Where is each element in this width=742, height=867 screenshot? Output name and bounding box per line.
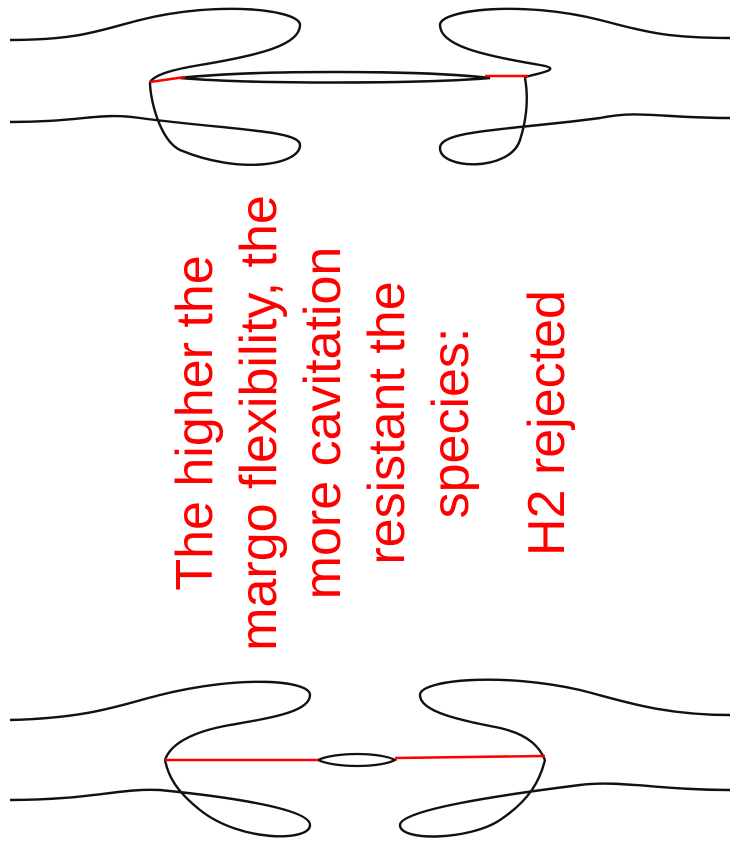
torus — [180, 72, 490, 83]
caption-line-6: H2 rejected — [515, 183, 579, 663]
caption-line-5: species: — [419, 183, 483, 663]
caption-line-1: The higher the — [163, 183, 227, 663]
pit-diagram-top-svg — [0, 0, 742, 190]
pit-diagram-bottom-svg — [0, 660, 742, 862]
caption-text: The higher the margo flexibility, the mo… — [163, 183, 579, 663]
pit-wall-lower-left — [10, 82, 300, 165]
pit-wall-lower-right — [440, 78, 730, 164]
torus — [318, 754, 395, 766]
pit-wall-upper-left — [10, 682, 310, 760]
caption-line-4: resistant the — [355, 183, 419, 663]
caption-line-3: more cavitation — [291, 183, 355, 663]
pit-diagram-bottom — [0, 660, 742, 862]
pit-wall-upper-left — [10, 9, 300, 82]
pit-wall-upper-right — [440, 9, 730, 78]
pit-wall-lower-left — [10, 760, 310, 836]
pit-wall-upper-right — [420, 680, 730, 760]
caption-line-2: margo flexibility, the — [227, 183, 291, 663]
caption-gap — [483, 183, 515, 663]
pit-wall-lower-right — [400, 760, 730, 836]
pit-diagram-top — [0, 0, 742, 190]
margo-right — [395, 756, 545, 758]
